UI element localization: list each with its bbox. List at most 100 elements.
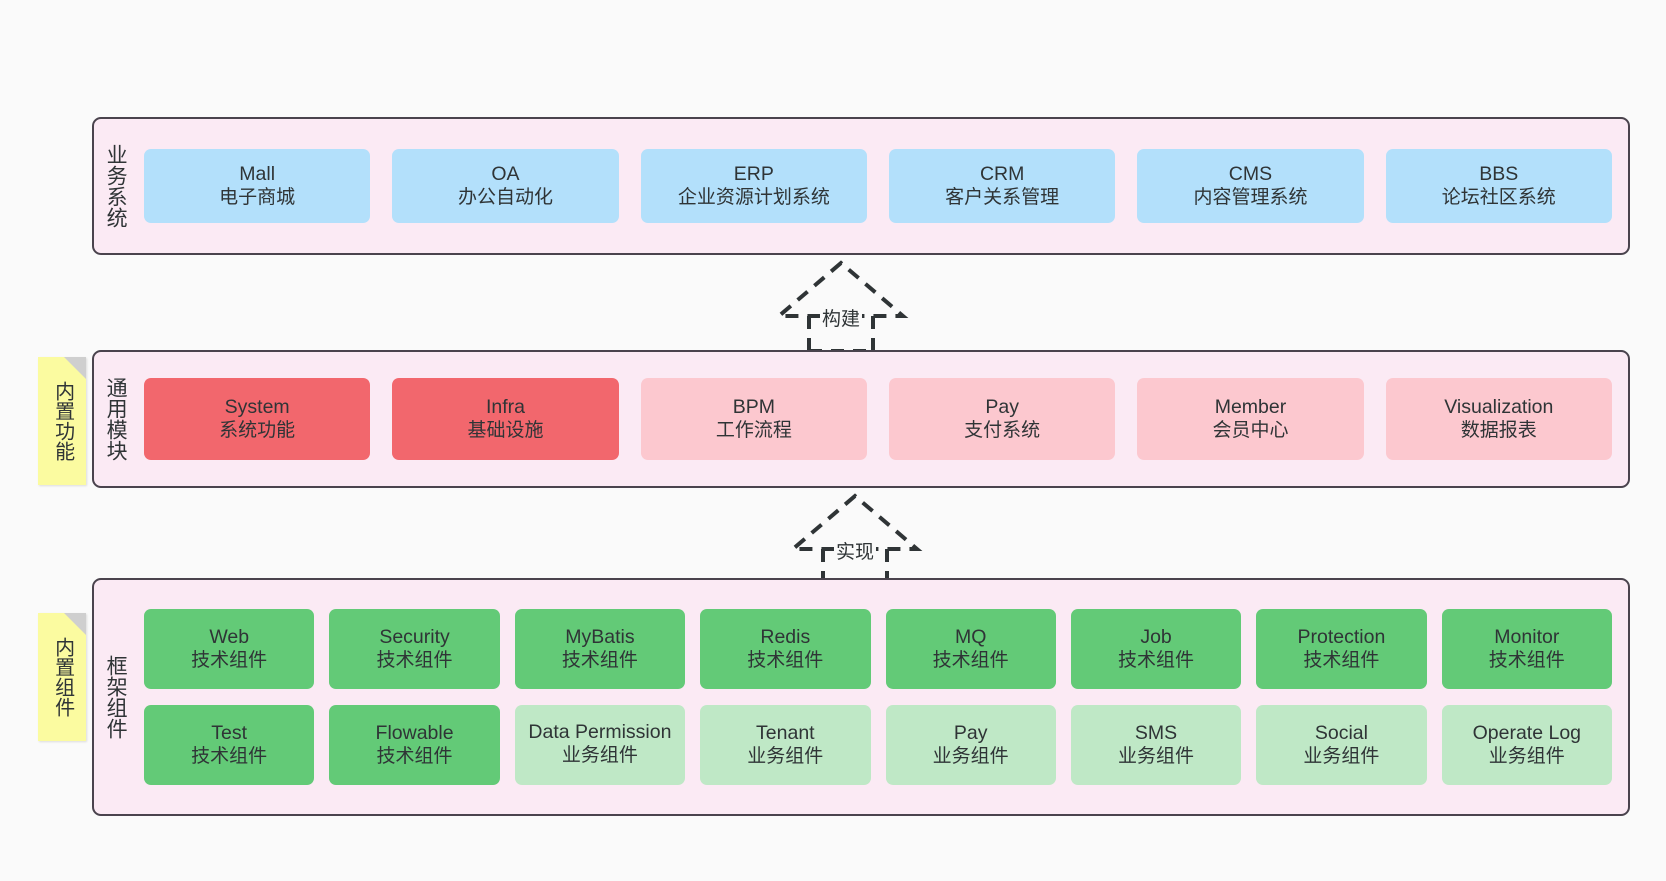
sticky-note-label: 内置功能 (51, 381, 74, 461)
sticky-note-builtin-function: 内置功能 (38, 357, 86, 485)
layer-framework-components: 框架组件 Web 技术组件 Security 技术组件 MyBatis 技术组件… (92, 578, 1630, 816)
card-subtitle: 业务组件 (932, 746, 1009, 768)
card-subtitle: 基础设施 (467, 420, 544, 442)
card-subtitle: 业务组件 (1303, 746, 1380, 768)
module-card-erp[interactable]: ERP 企业资源计划系统 (640, 149, 867, 223)
sticky-note-label: 内置组件 (51, 637, 74, 717)
row: Test 技术组件 Flowable 技术组件 Data Permission … (144, 705, 1612, 785)
component-card-protection[interactable]: Protection 技术组件 (1256, 609, 1427, 689)
module-card-mall[interactable]: Mall 电子商城 (144, 149, 371, 223)
layer-body-business: Mall 电子商城 OA 办公自动化 ERP 企业资源计划系统 CRM 客户关系… (136, 119, 1628, 253)
page-fold-icon (64, 357, 86, 379)
component-card-web[interactable]: Web 技术组件 (144, 609, 315, 689)
module-card-system[interactable]: System 系统功能 (144, 378, 371, 460)
component-card-mybatis[interactable]: MyBatis 技术组件 (514, 609, 686, 689)
component-card-redis[interactable]: Redis 技术组件 (700, 609, 871, 689)
module-card-pay[interactable]: Pay 支付系统 (888, 378, 1116, 460)
card-title: Pay (985, 395, 1019, 418)
card-title: Pay (953, 721, 988, 744)
module-card-infra[interactable]: Infra 基础设施 (392, 378, 619, 460)
card-title: Data Permission (528, 721, 672, 744)
card-subtitle: 客户关系管理 (945, 187, 1060, 209)
card-subtitle: 业务组件 (1118, 746, 1195, 768)
card-title: MyBatis (565, 625, 635, 648)
component-card-operate-log[interactable]: Operate Log 业务组件 (1441, 705, 1612, 785)
card-subtitle: 数据报表 (1460, 420, 1537, 442)
row: Web 技术组件 Security 技术组件 MyBatis 技术组件 Redi… (144, 609, 1612, 689)
card-title: Operate Log (1472, 721, 1582, 744)
component-card-mq[interactable]: MQ 技术组件 (885, 609, 1056, 689)
card-subtitle: 技术组件 (561, 650, 638, 672)
component-card-job[interactable]: Job 技术组件 (1070, 609, 1242, 689)
component-card-test[interactable]: Test 技术组件 (144, 705, 315, 785)
card-subtitle: 技术组件 (1118, 650, 1195, 672)
card-title: Social (1314, 721, 1368, 744)
layer-title-framework: 框架组件 (104, 655, 128, 739)
card-subtitle: 技术组件 (376, 650, 453, 672)
module-card-bbs[interactable]: BBS 论坛社区系统 (1385, 149, 1612, 223)
card-title: OA (491, 162, 520, 185)
module-card-bpm[interactable]: BPM 工作流程 (640, 378, 867, 460)
card-title: System (224, 395, 290, 418)
card-subtitle: 技术组件 (376, 746, 453, 768)
card-subtitle: 技术组件 (747, 650, 824, 672)
layer-title-common: 通用模块 (104, 377, 128, 461)
component-card-flowable[interactable]: Flowable 技术组件 (329, 705, 500, 785)
row: System 系统功能 Infra 基础设施 BPM 工作流程 Pay 支付系统… (144, 378, 1612, 460)
card-title: Flowable (375, 721, 454, 744)
module-card-oa[interactable]: OA 办公自动化 (392, 149, 619, 223)
card-title: Monitor (1494, 625, 1560, 648)
component-card-tenant[interactable]: Tenant 业务组件 (700, 705, 871, 785)
module-card-member[interactable]: Member 会员中心 (1137, 378, 1364, 460)
component-card-social[interactable]: Social 业务组件 (1256, 705, 1427, 785)
card-title: Test (211, 721, 248, 744)
component-card-security[interactable]: Security 技术组件 (329, 609, 500, 689)
layer-common-modules: 通用模块 System 系统功能 Infra 基础设施 BPM 工作流程 Pay… (92, 350, 1630, 488)
page-fold-icon (64, 613, 86, 635)
card-title: Visualization (1444, 395, 1554, 418)
card-subtitle: 系统功能 (219, 420, 296, 442)
card-title: CRM (979, 162, 1025, 185)
layer-body-common: System 系统功能 Infra 基础设施 BPM 工作流程 Pay 支付系统… (136, 352, 1628, 486)
component-card-monitor[interactable]: Monitor 技术组件 (1441, 609, 1612, 689)
layer-title-business: 业务系统 (104, 144, 128, 228)
card-subtitle: 内容管理系统 (1193, 187, 1308, 209)
card-title: MQ (954, 625, 987, 648)
card-title: ERP (733, 162, 774, 185)
connector-label: 构建 (819, 304, 863, 331)
component-card-pay[interactable]: Pay 业务组件 (885, 705, 1056, 785)
card-subtitle: 技术组件 (1303, 650, 1380, 672)
module-card-crm[interactable]: CRM 客户关系管理 (888, 149, 1116, 223)
card-title: BBS (1479, 162, 1519, 185)
card-title: Redis (760, 625, 811, 648)
component-card-sms[interactable]: SMS 业务组件 (1070, 705, 1242, 785)
card-subtitle: 技术组件 (191, 650, 268, 672)
card-title: CMS (1228, 162, 1273, 185)
card-title: SMS (1134, 721, 1178, 744)
card-title: Security (379, 625, 450, 648)
connector-build: 构建 (761, 258, 921, 353)
card-title: BPM (732, 395, 775, 418)
card-subtitle: 业务组件 (747, 746, 824, 768)
connector-label: 实现 (833, 537, 877, 564)
card-subtitle: 电子商城 (219, 187, 296, 209)
card-title: Tenant (756, 721, 815, 744)
card-subtitle: 技术组件 (191, 746, 268, 768)
card-subtitle: 工作流程 (715, 420, 792, 442)
row: Mall 电子商城 OA 办公自动化 ERP 企业资源计划系统 CRM 客户关系… (144, 149, 1612, 223)
module-card-cms[interactable]: CMS 内容管理系统 (1137, 149, 1364, 223)
card-subtitle: 办公自动化 (457, 187, 553, 209)
component-card-data-permission[interactable]: Data Permission 业务组件 (514, 705, 686, 785)
card-subtitle: 会员中心 (1212, 420, 1289, 442)
card-subtitle: 企业资源计划系统 (677, 187, 830, 209)
card-subtitle: 论坛社区系统 (1441, 187, 1556, 209)
layer-business-systems: 业务系统 Mall 电子商城 OA 办公自动化 ERP 企业资源计划系统 CRM… (92, 117, 1630, 255)
card-subtitle: 支付系统 (964, 420, 1041, 442)
card-title: Mall (239, 162, 276, 185)
card-title: Web (209, 625, 250, 648)
card-title: Member (1214, 395, 1287, 418)
module-card-visualization[interactable]: Visualization 数据报表 (1385, 378, 1612, 460)
card-subtitle: 技术组件 (1488, 650, 1565, 672)
card-title: Job (1140, 625, 1172, 648)
